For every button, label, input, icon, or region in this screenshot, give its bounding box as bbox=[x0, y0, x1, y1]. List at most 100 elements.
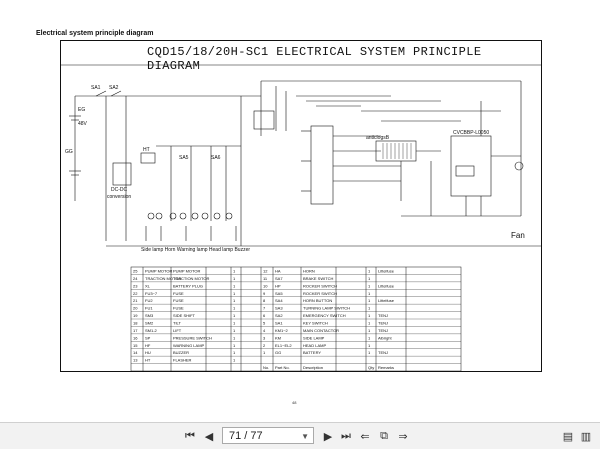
table-cell-name: HORN BUTTON bbox=[303, 298, 332, 303]
table-cell-no: 7 bbox=[263, 306, 266, 311]
table-cell-name: FUSE bbox=[173, 306, 184, 311]
table-cell-code: SA5 bbox=[275, 291, 283, 296]
label-sa5: SA5 bbox=[179, 155, 189, 161]
table-cell-qty: 1 bbox=[368, 343, 371, 348]
first-page-icon[interactable]: ⏮ bbox=[185, 429, 195, 442]
table-cell-code: SP bbox=[145, 335, 151, 340]
table-cell-code: SA3 bbox=[275, 306, 283, 311]
table-cell-code: KM1~2 bbox=[275, 328, 289, 333]
table-cell-qty: 1 bbox=[368, 276, 371, 281]
table-cell-note: Albright bbox=[378, 335, 392, 340]
table-cell-qty: 1 bbox=[233, 350, 236, 355]
table-cell-no: 19 bbox=[133, 313, 138, 318]
table-cell-qty: 1 bbox=[233, 269, 236, 274]
table-cell-note: Littelfuse bbox=[378, 283, 395, 288]
page-selector[interactable]: 71 / 77 ▼ bbox=[222, 427, 314, 444]
table-cell-no: 4 bbox=[263, 328, 266, 333]
table-cell-code: FU2 bbox=[145, 298, 153, 303]
table-cell-code: HP bbox=[275, 283, 281, 288]
table-cell-name: KEY SWITCH bbox=[303, 321, 328, 326]
table-cell-code: SM3 bbox=[145, 313, 154, 318]
table-cell-qty: 1 bbox=[233, 283, 236, 288]
single-page-view-icon[interactable]: ▤ bbox=[562, 430, 574, 443]
table-cell-code: SA2 bbox=[275, 313, 283, 318]
schematic-drawing: SA1 SA2 EG 48V GG DC-DC conversion HT SA… bbox=[61, 64, 541, 371]
table-cell-code: HU bbox=[145, 350, 151, 355]
label-conversion: conversion bbox=[107, 194, 131, 200]
label-lamp-row: Side lamp Horn Warning lamp Head lamp Bu… bbox=[141, 247, 250, 253]
label-sa1: SA1 bbox=[91, 85, 101, 91]
forward-icon[interactable]: ⇒ bbox=[398, 430, 408, 443]
table-cell-qty: 1 bbox=[233, 306, 236, 311]
table-cell-name: BATTERY PLUG bbox=[173, 283, 203, 288]
table-cell-qty: 1 bbox=[368, 269, 371, 274]
table-cell-qty: 1 bbox=[368, 328, 371, 333]
table-cell-name: FLASHER bbox=[173, 358, 192, 363]
table-cell-no: 15 bbox=[133, 343, 138, 348]
table-cell-code: HT bbox=[145, 358, 151, 363]
next-page-icon[interactable]: ▶ bbox=[323, 430, 333, 443]
page-number: 48 bbox=[292, 400, 297, 405]
table-footer-no: No. bbox=[263, 365, 269, 370]
table-cell-qty: 1 bbox=[368, 283, 371, 288]
table-cell-code: SA7 bbox=[275, 276, 283, 281]
table-cell-no: 10 bbox=[263, 283, 268, 288]
table-cell-name: WARNING LAMP bbox=[173, 343, 205, 348]
table-cell-code: XL bbox=[145, 283, 151, 288]
table-cell-code: SA1 bbox=[275, 321, 283, 326]
table-cell-code: KM bbox=[275, 335, 281, 340]
table-cell-qty: 1 bbox=[368, 321, 371, 326]
table-cell-qty: 1 bbox=[368, 306, 371, 311]
table-cell-qty: 1 bbox=[233, 276, 236, 281]
table-cell-name: PRESSURE SWITCH bbox=[173, 335, 212, 340]
diagram-title: CQD15/18/20H-SC1 ELECTRICAL SYSTEM PRINC… bbox=[147, 45, 482, 73]
table-cell-code: EL1~EL2 bbox=[275, 343, 292, 348]
label-battery-eg: EG bbox=[78, 107, 85, 113]
back-icon[interactable]: ⇐ bbox=[360, 430, 370, 443]
table-cell-name: EMERGENCY SWITCH bbox=[303, 313, 346, 318]
table-cell-no: 13 bbox=[133, 358, 138, 363]
two-page-view-icon[interactable]: ▥ bbox=[580, 430, 592, 443]
table-cell-no: 22 bbox=[133, 291, 138, 296]
table-cell-code: HA bbox=[275, 269, 281, 274]
table-cell-note: TENJ bbox=[378, 328, 388, 333]
table-cell-no: 3 bbox=[263, 335, 266, 340]
table-cell-note: TENJ bbox=[378, 313, 388, 318]
table-cell-name: ROCKER SWITCH bbox=[303, 283, 337, 288]
label-gg: GG bbox=[65, 149, 73, 155]
table-cell-code: PUMP MOTOR bbox=[145, 269, 173, 274]
copy-icon[interactable]: ⧉ bbox=[380, 429, 388, 442]
table-cell-code: FU3~7 bbox=[145, 291, 158, 296]
table-cell-name: MAIN CONTACTOR bbox=[303, 328, 339, 333]
last-page-icon[interactable]: ⏭ bbox=[341, 429, 351, 442]
table-cell-qty: 1 bbox=[368, 335, 371, 340]
table-cell-code: SM1-2 bbox=[145, 328, 158, 333]
table-cell-name: BATTERY bbox=[303, 350, 321, 355]
page-display: 71 / 77 bbox=[229, 429, 263, 442]
label-ht: HT bbox=[143, 147, 150, 153]
prev-page-icon[interactable]: ◀ bbox=[204, 430, 214, 443]
table-cell-name: TRACTION MOTOR bbox=[173, 276, 209, 281]
table-cell-name: FUSE bbox=[173, 298, 184, 303]
table-cell-code: SA4 bbox=[275, 298, 283, 303]
table-cell-qty: 1 bbox=[233, 328, 236, 333]
label-battery-voltage: 48V bbox=[78, 121, 88, 127]
table-cell-code: HF bbox=[145, 343, 151, 348]
table-cell-name: SIDE LAMP bbox=[303, 335, 325, 340]
table-cell-no: 12 bbox=[263, 269, 268, 274]
table-cell-no: 6 bbox=[263, 313, 266, 318]
table-cell-name: BUZZER bbox=[173, 350, 189, 355]
table-cell-qty: 1 bbox=[368, 313, 371, 318]
viewer-toolbar: ⏮ ◀ 71 / 77 ▼ ▶ ⏭ ⇐ ⧉ ⇒ ▤ ▥ bbox=[0, 422, 600, 449]
table-cell-qty: 1 bbox=[233, 335, 236, 340]
table-cell-name: TURNING LAMP SWITCH bbox=[303, 306, 350, 311]
label-sa2: SA2 bbox=[109, 85, 119, 91]
table-cell-no: 16 bbox=[133, 335, 138, 340]
table-cell-no: 1 bbox=[263, 350, 266, 355]
table-cell-no: 9 bbox=[263, 291, 266, 296]
table-cell-no: 5 bbox=[263, 321, 266, 326]
table-cell-name: TILT bbox=[173, 321, 181, 326]
table-cell-code: SM2 bbox=[145, 321, 154, 326]
table-cell-name: HEAD LAMP bbox=[303, 343, 326, 348]
table-footer-name: Description bbox=[303, 365, 323, 370]
